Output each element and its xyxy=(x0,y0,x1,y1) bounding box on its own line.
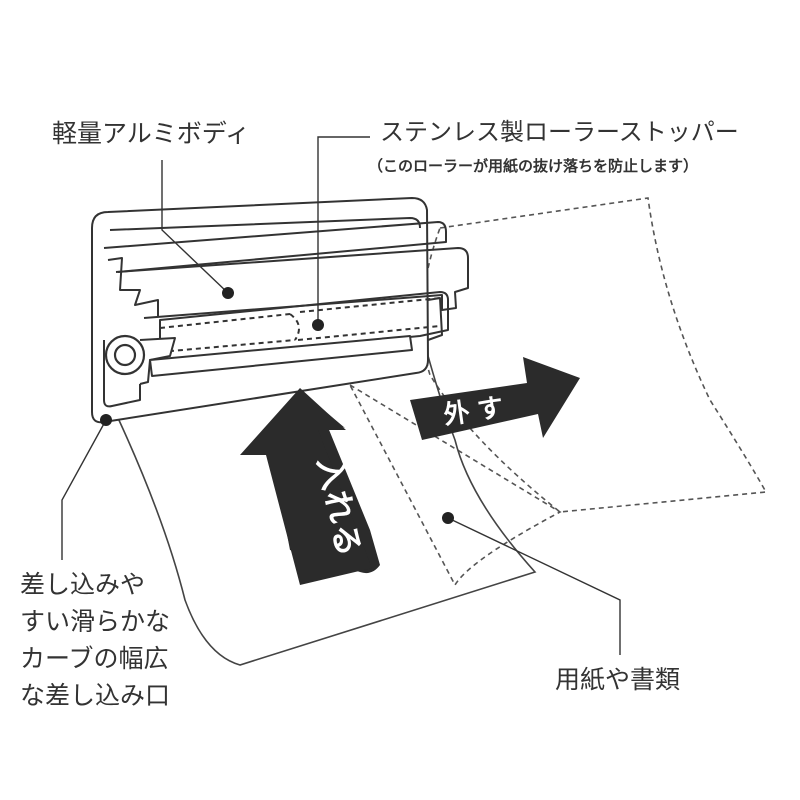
label-paper: 用紙や書類 xyxy=(555,665,681,694)
label-aluminum-body: 軽量アルミボディ xyxy=(52,119,251,148)
label-insertion-mouth-line: 差し込みや xyxy=(20,570,146,599)
label-insertion-mouth-line: カーブの幅広 xyxy=(20,644,169,673)
callout-dots xyxy=(100,287,454,524)
callout-lines xyxy=(61,136,621,655)
insert-arrow: 入れる xyxy=(240,388,380,585)
label-insertion-mouth-line: すい滑らかな xyxy=(20,607,171,636)
remove-arrow: 外す xyxy=(410,357,580,440)
label-roller-stopper: ステンレス製ローラーストッパー xyxy=(380,118,739,146)
label-insertion-mouth-line: な差し込み口 xyxy=(20,681,171,710)
clip-body xyxy=(91,197,469,424)
roller xyxy=(104,334,146,376)
label-insertion-mouth: 差し込みや すい滑らかな カーブの幅広 な差し込み口 xyxy=(20,566,170,714)
label-roller-stopper-note: （このローラーが用紙の抜け落ちを防止します） xyxy=(368,157,699,175)
